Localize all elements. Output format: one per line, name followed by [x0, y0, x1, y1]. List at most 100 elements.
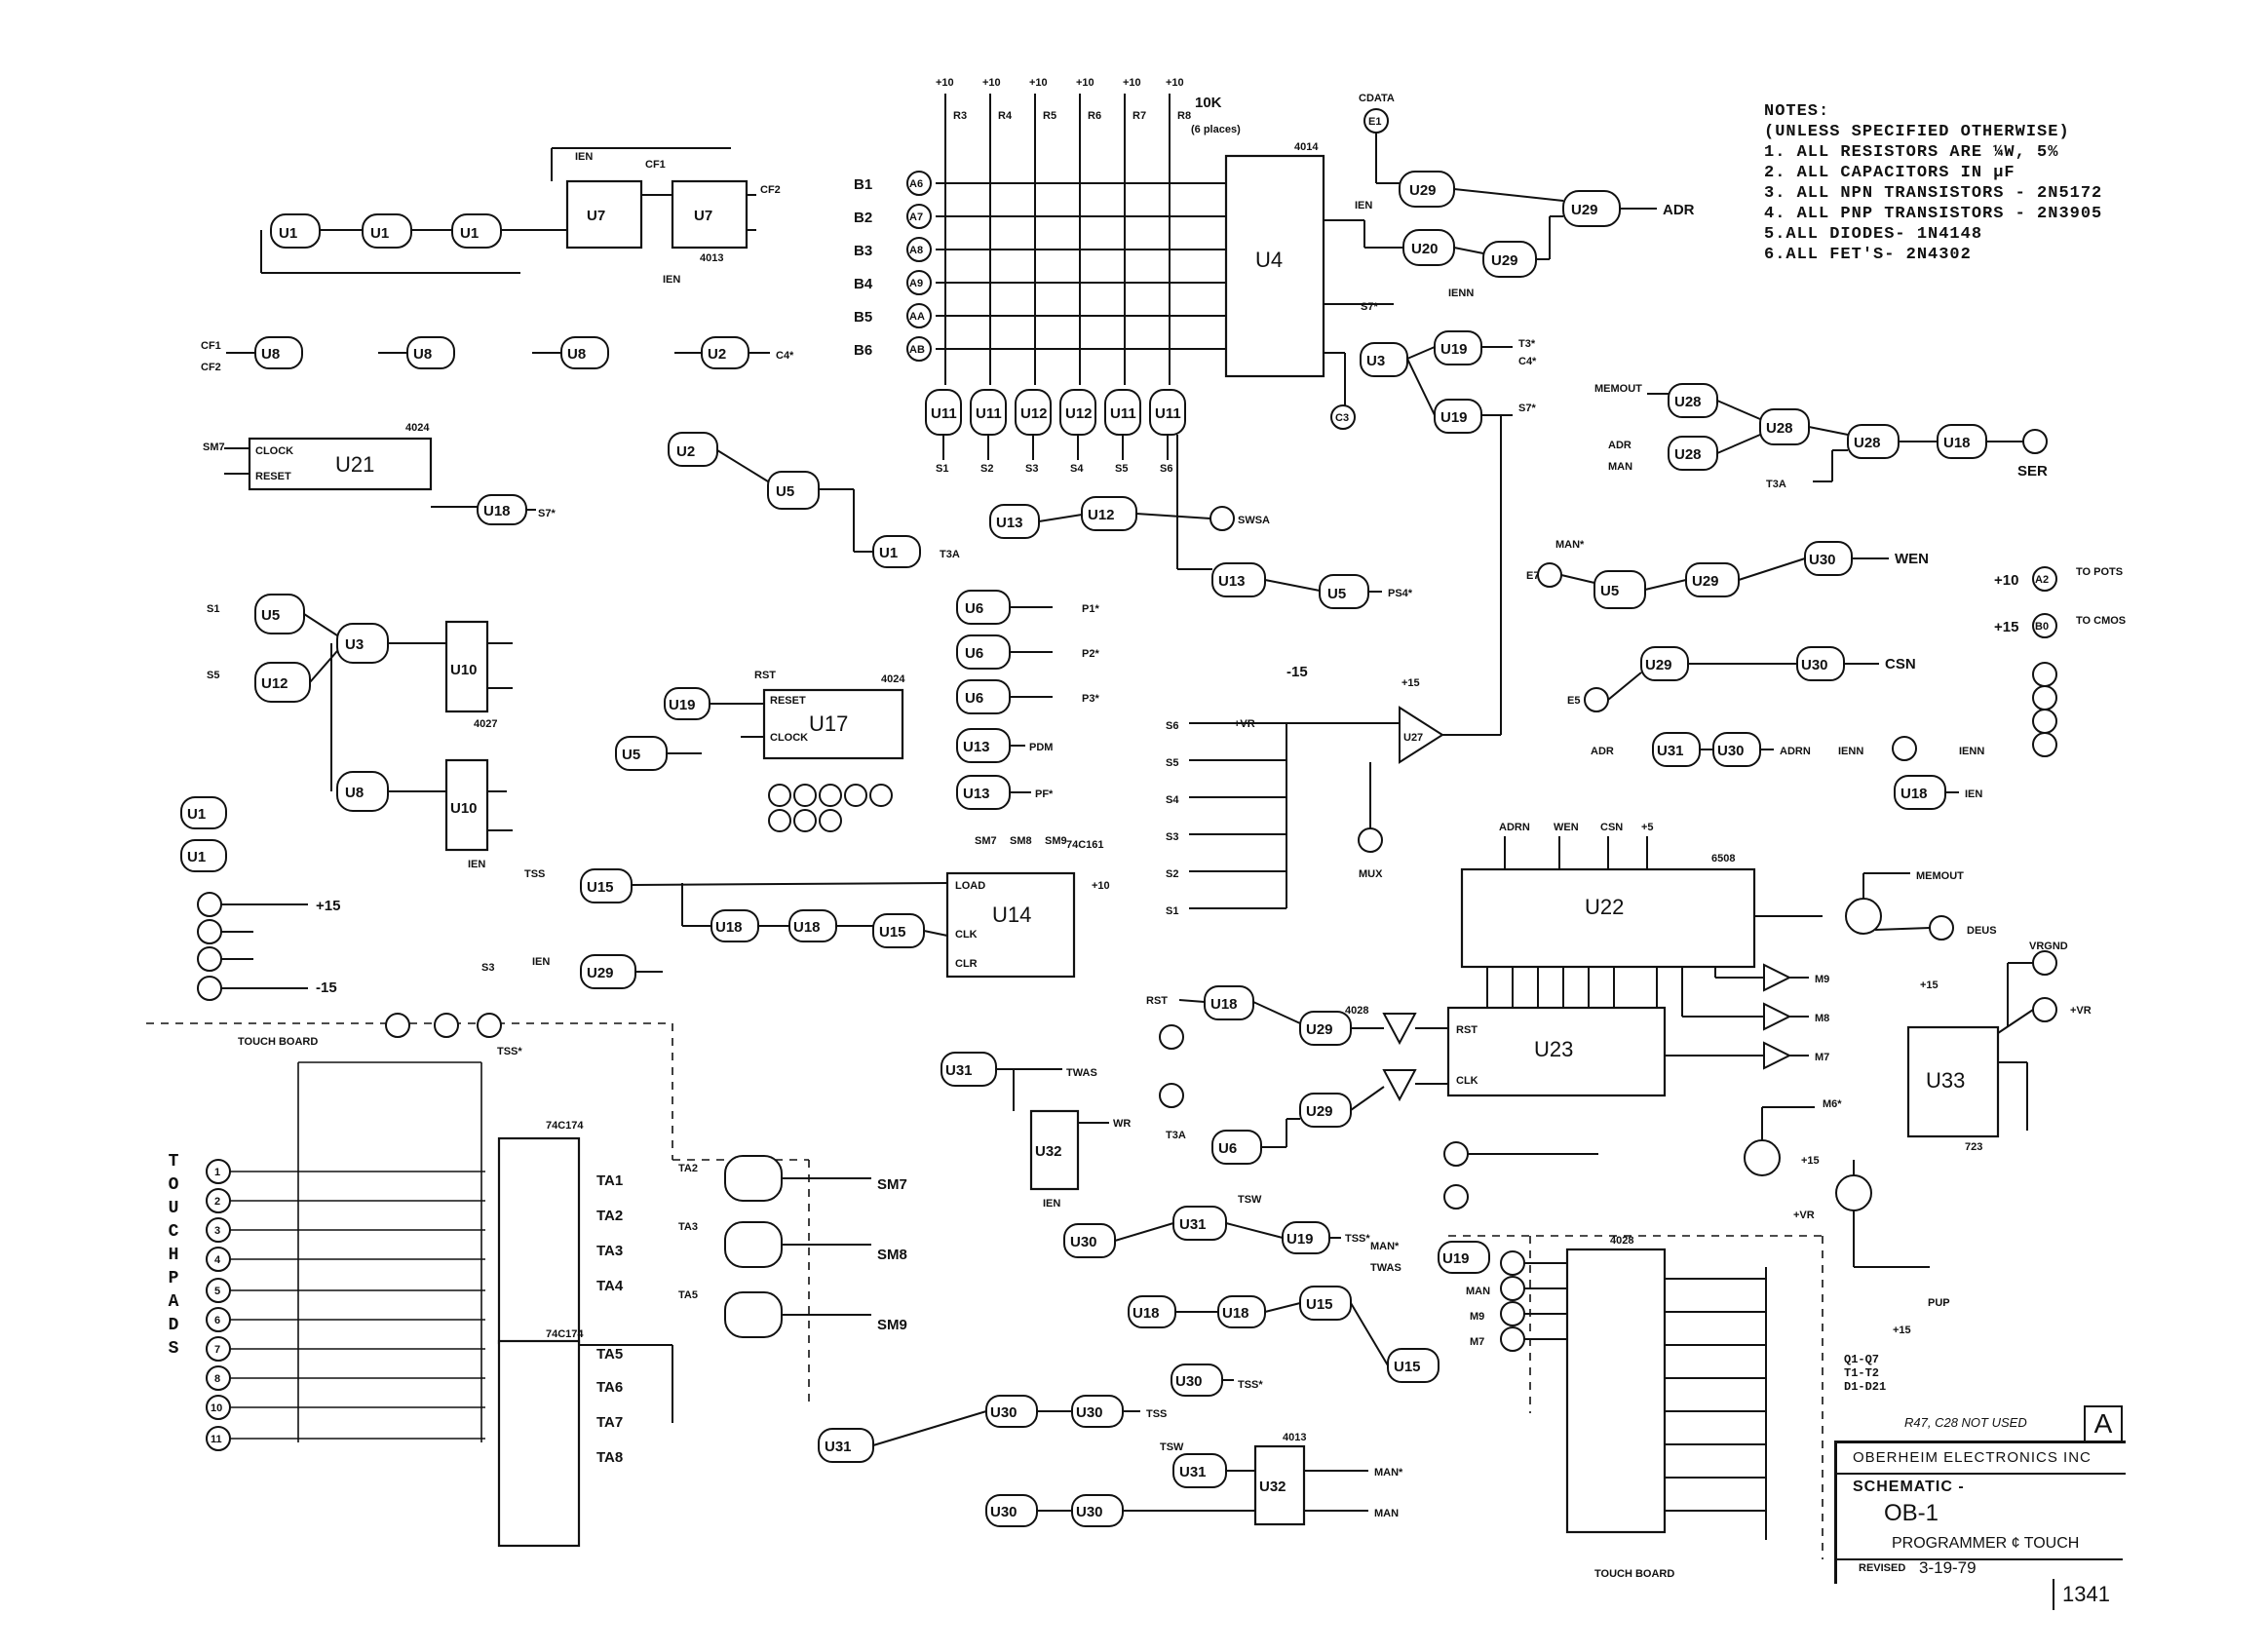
notes-block: NOTES: (UNLESS SPECIFIED OTHERWISE) 1. A…: [1764, 101, 2102, 265]
gate-label: U12: [1088, 507, 1115, 523]
signal-label: TA5: [678, 1289, 698, 1301]
signal-label: TWAS: [1066, 1067, 1097, 1079]
gate-label: U19: [1440, 409, 1468, 426]
signal-label: RST: [754, 670, 776, 681]
gate-label: U31: [1657, 743, 1684, 759]
resistor-value: 10K: [1195, 95, 1222, 111]
signal-label: PDM: [1029, 742, 1053, 753]
gate-label: U13: [996, 515, 1023, 531]
signal-label: TSS: [524, 868, 545, 880]
signal-label: SM9: [1045, 835, 1067, 847]
pad-label: 8: [214, 1373, 220, 1385]
supply-label: +VR: [1793, 1210, 1815, 1221]
switch-label: S3: [1025, 463, 1038, 475]
connector-label: A6: [909, 178, 923, 190]
pin-label: CLR: [955, 958, 978, 970]
ic-label: U32: [1259, 1479, 1286, 1495]
connector-label: A2: [2035, 574, 2049, 586]
notes-line: 3. ALL NPN TRANSISTORS - 2N5172: [1764, 184, 2103, 203]
ic-type: 4024: [405, 422, 430, 434]
a-connector-circles: A6 A7 A8 A9 AA AB: [906, 171, 932, 362]
ic-label: U10: [450, 800, 478, 817]
signal-label: IENN: [1959, 746, 1984, 757]
gate-label: U18: [483, 503, 511, 519]
ic-label: U10: [450, 662, 478, 678]
signal-label: M9: [1470, 1311, 1484, 1323]
gate-label: U18: [793, 919, 821, 936]
signal-label: T3A: [940, 549, 960, 560]
touch-board-label: TOUCH BOARD: [238, 1036, 318, 1048]
gate-label: U18: [1900, 786, 1928, 802]
notes-line: 5.ALL DIODES- 1N4148: [1764, 225, 1983, 244]
signal-label: CDATA: [1359, 93, 1395, 104]
signal-label: P3*: [1082, 693, 1099, 705]
switch-label: S5: [1166, 757, 1178, 769]
signal-label: TO POTS: [2076, 566, 2123, 578]
touch-board-label: TOUCH BOARD: [1594, 1568, 1674, 1580]
switch-label: S2: [980, 463, 993, 475]
u17-output-connectors: [768, 784, 893, 832]
gate-label: U5: [1327, 586, 1346, 602]
connector-label: AA: [909, 311, 925, 323]
gate-label: U18: [1132, 1305, 1160, 1322]
pullup-resistor-bank: +10 +10 +10 +10 +10 +10 R3 R4 R5 R6 R7 R…: [936, 77, 1241, 135]
input-label: B5: [854, 309, 872, 326]
resistor-label: R3: [953, 110, 967, 122]
signal-label: PUP: [1928, 1297, 1950, 1309]
supply-label: +10: [936, 77, 954, 89]
signal-label: CSN: [1885, 656, 1916, 672]
ic-u14: U14 74C161 LOAD CLK CLR SM7 SM8 SM9 +10: [945, 835, 1110, 979]
mux-opamp: U27 +VR -15 +15 MUX S6 S5 S4 S3 S2 S1: [1166, 664, 1444, 917]
company-name: OBERHEIM ELECTRONICS INC: [1853, 1449, 2092, 1466]
gate-label: U5: [622, 747, 640, 763]
gate-label: U13: [963, 786, 990, 802]
signal-label: TA6: [596, 1379, 623, 1396]
signal-label: MAN*: [1555, 539, 1585, 551]
gate-label: U30: [1809, 552, 1836, 568]
gate-label: U19: [669, 697, 696, 713]
ic-type: 4027: [474, 718, 497, 730]
supply-label: +15: [1893, 1325, 1911, 1336]
resistor-label: R8: [1177, 110, 1191, 122]
switch-label: S5: [1115, 463, 1128, 475]
ic-label: U7: [587, 208, 605, 224]
signal-label: SM8: [877, 1247, 907, 1263]
signal-label: CF2: [201, 362, 221, 373]
signal-label: M8: [1815, 1013, 1829, 1024]
supply-label: +15: [1920, 980, 1939, 991]
signal-label: P2*: [1082, 648, 1099, 660]
supply-label: +10: [1029, 77, 1048, 89]
supply-label: +10: [1076, 77, 1094, 89]
gate-label: U1: [187, 806, 206, 823]
signal-label: SM7: [203, 442, 225, 453]
gate-label: U8: [567, 346, 586, 363]
signal-label: TWAS: [1370, 1262, 1401, 1274]
ic-label: U33: [1926, 1068, 1965, 1093]
input-label: B3: [854, 243, 872, 259]
supply-label: +15: [316, 898, 340, 914]
pin-label: CLOCK: [255, 445, 293, 457]
signal-label: M6*: [1823, 1098, 1842, 1110]
switch-label: S4: [1070, 463, 1084, 475]
signal-label: TA2: [596, 1208, 623, 1224]
unused-parts-note: R47, C28 NOT USED: [1904, 1415, 2027, 1430]
notes-line: (UNLESS SPECIFIED OTHERWISE): [1764, 123, 2070, 141]
signal-label: DEUS: [1967, 925, 1997, 937]
title-block: OBERHEIM ELECTRONICS INC SCHEMATIC - OB-…: [1834, 1441, 2126, 1584]
signal-label: T3A: [1166, 1130, 1186, 1141]
doc-type: SCHEMATIC -: [1853, 1479, 1965, 1495]
signal-label: WR: [1113, 1118, 1131, 1130]
memout-transistor: MEMOUT DEUS: [1845, 870, 1997, 941]
pad-label: 10: [211, 1402, 222, 1414]
connector-label: E7: [1526, 570, 1539, 582]
supply-label: +VR: [2070, 1005, 2092, 1017]
p-output-gates: U6 U6 U6 U13 U13 P1* P2* P3* PDM PF*: [956, 590, 1099, 810]
signal-label: IEN: [1965, 788, 1982, 800]
clock-divider-gates: U8 U8 U8 U2 CF1 CF2 C4*: [201, 336, 794, 373]
signal-label: VRGND: [2029, 941, 2068, 952]
supply-label: +15: [1401, 677, 1420, 689]
ic-type: 74C174: [546, 1328, 584, 1340]
ic-u33: U33 723 +15 VRGND +VR: [1906, 941, 2092, 1153]
gate-label: U29: [1306, 1103, 1333, 1120]
